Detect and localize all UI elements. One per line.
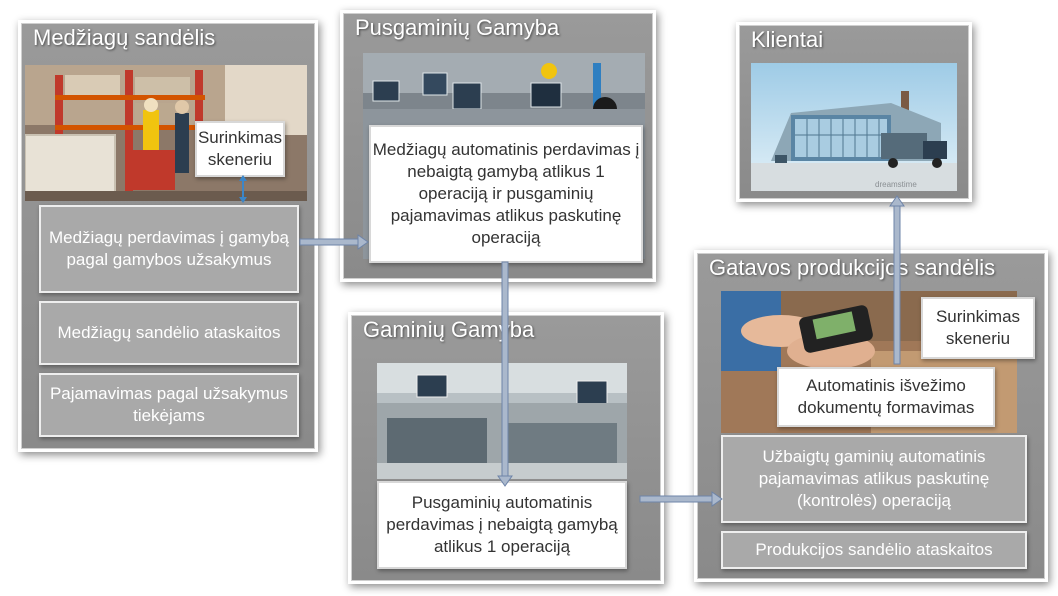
semi-production-panel: Pusgaminių Gamyba Medžiagų automatinis p… <box>340 10 656 282</box>
materials-warehouse-title: Medžiagų sandėlis <box>33 25 216 50</box>
finished-warehouse-panel: Gatavos produkcijos sandėlis Surinkimas … <box>694 250 1048 582</box>
scanner-label-box: Surinkimas skeneriu <box>195 121 285 177</box>
semi-transfer-label: Medžiagų automatinis perdavimas į nebaig… <box>372 140 640 247</box>
double-arrow-icon <box>239 175 247 203</box>
product-transfer-box[interactable]: Pusgaminių automatinis perdavimas į neba… <box>377 481 627 569</box>
factory-illustration: dreamstime <box>751 63 957 191</box>
finished-receiving-label: Užbaigtų gaminių automatinis pajamavimas… <box>758 447 990 510</box>
shipping-docs-label: Automatinis išvežimo dokumentų formavima… <box>797 376 975 417</box>
watermark-text: dreamstime <box>875 180 917 189</box>
finished-warehouse-title: Gatavos produkcijos sandėlis <box>709 255 996 280</box>
product-transfer-label: Pusgaminių automatinis perdavimas į neba… <box>386 493 618 556</box>
material-reports-label: Medžiagų sandėlio ataskaitos <box>57 323 281 342</box>
materials-warehouse-panel: Medžiagų sandėlis Surinkimas skeneriu <box>18 20 318 452</box>
arrow-product-to-finished <box>639 491 723 507</box>
material-reports-box[interactable]: Medžiagų sandėlio ataskaitos <box>39 301 299 365</box>
finished-reports-label: Produkcijos sandėlio ataskaitos <box>755 540 993 559</box>
clients-panel: Klientai <box>736 22 972 202</box>
material-transfer-label: Medžiagų perdavimas į gamybą pagal gamyb… <box>48 228 289 269</box>
finished-scanner-label-box: Surinkimas skeneriu <box>921 297 1035 359</box>
arrow-semi-to-product <box>497 261 513 487</box>
arrow-materials-to-semi <box>299 234 369 250</box>
supplier-receiving-label: Pajamavimas pagal užsakymus tiekėjams <box>49 384 289 425</box>
semi-transfer-box[interactable]: Medžiagų automatinis perdavimas į nebaig… <box>369 125 643 263</box>
material-transfer-box[interactable]: Medžiagų perdavimas į gamybą pagal gamyb… <box>39 205 299 293</box>
scanner-label: Surinkimas skeneriu <box>197 128 283 169</box>
clients-title: Klientai <box>751 27 824 52</box>
semi-production-title: Pusgaminių Gamyba <box>355 15 560 40</box>
arrow-finished-to-clients <box>889 195 905 365</box>
finished-receiving-box[interactable]: Užbaigtų gaminių automatinis pajamavimas… <box>721 435 1027 523</box>
finished-scanner-label: Surinkimas skeneriu <box>935 307 1021 348</box>
supplier-receiving-box[interactable]: Pajamavimas pagal užsakymus tiekėjams <box>39 373 299 437</box>
shipping-docs-box[interactable]: Automatinis išvežimo dokumentų formavima… <box>777 367 995 427</box>
finished-reports-box[interactable]: Produkcijos sandėlio ataskaitos <box>721 531 1027 569</box>
